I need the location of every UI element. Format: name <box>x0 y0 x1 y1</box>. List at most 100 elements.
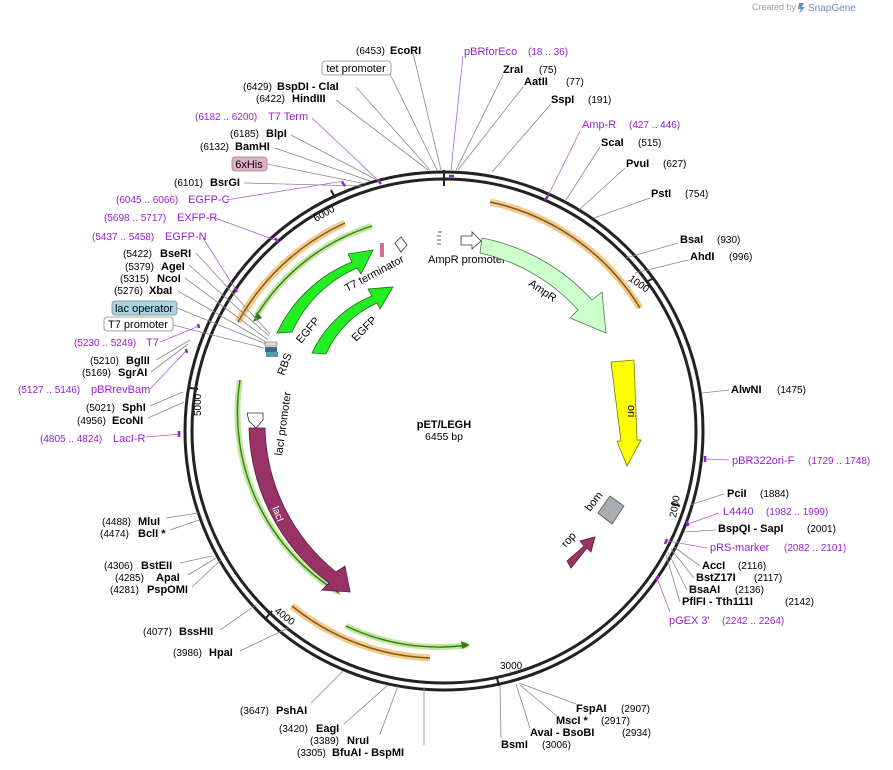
site-bseri[interactable]: (5422) BseRI <box>123 248 271 335</box>
svg-text:(5127 .. 5146): (5127 .. 5146) <box>18 385 80 396</box>
svg-text:BstZ17I: BstZ17I <box>696 572 736 584</box>
rop-arrow <box>566 536 596 569</box>
site-bsai[interactable]: BsaI (930) <box>625 234 740 259</box>
site-bsshii[interactable]: (4077) BssHII <box>143 604 257 638</box>
site-bcli[interactable]: (4474) BclI * <box>100 519 200 540</box>
primer-pbrrevbam[interactable]: (5127 .. 5146) pBRrevBam <box>18 350 187 396</box>
svg-text:ScaI: ScaI <box>601 137 624 149</box>
site-bstz17i[interactable]: BstZ17I (2117) <box>670 548 782 584</box>
primer-pbr322ori-f[interactable]: pBR322ori-F (1729 .. 1748) <box>704 455 870 467</box>
laci-promoter-arrow <box>246 412 264 429</box>
svg-text:PspOMI: PspOMI <box>147 584 188 596</box>
svg-text:BclI *: BclI * <box>138 528 166 540</box>
label-laci: lacI <box>269 505 285 524</box>
site-bsaai[interactable]: BsaAI (2136) <box>667 551 764 596</box>
svg-text:(6045 .. 6066): (6045 .. 6066) <box>116 195 178 206</box>
lac-operator-box: lac operator <box>111 300 267 345</box>
site-ecori[interactable]: (6453) EcoRI <box>356 45 442 171</box>
site-scai[interactable]: ScaI (515) <box>565 137 661 201</box>
svg-text:BsaAI: BsaAI <box>689 584 720 596</box>
svg-text:SspI: SspI <box>551 94 574 106</box>
site-msci[interactable]: MscI * (2917) <box>519 684 630 727</box>
site-bglii[interactable]: (5210) BglII <box>90 339 191 367</box>
site-acci[interactable]: AccI (2116) <box>673 546 766 572</box>
site-sgrai[interactable]: (5169) SgrAI <box>82 343 189 379</box>
primer-egfp-c[interactable]: (6045 .. 6066) EGFP-C <box>116 180 345 206</box>
primer-t7[interactable]: (5230 .. 5249) T7 <box>74 325 200 349</box>
label-laci-promoter: lacI promoter <box>273 391 294 457</box>
site-agei[interactable]: (5379) AgeI <box>125 261 270 337</box>
site-pshai[interactable]: (3647) PshAI <box>240 670 344 717</box>
primer-pgex3[interactable]: pGEX 3' (2242 .. 2264) <box>656 577 784 627</box>
site-avai-bsobi[interactable]: AvaI - BsoBI (2934) <box>515 683 651 739</box>
site-bsrgi[interactable]: (6101) BsrGI <box>174 177 363 189</box>
plasmid-length: 6455 bp <box>425 431 463 443</box>
egfp-arrow-2 <box>311 286 394 355</box>
primer-exfp-r[interactable]: (5698 .. 5717) EXFP-R <box>104 212 276 241</box>
site-sspi[interactable]: SspI (191) <box>491 94 611 173</box>
site-apai[interactable]: (4285) ApaI <box>115 557 217 584</box>
site-blpi[interactable]: (6185) BlpI <box>230 128 378 181</box>
primer-laci-r[interactable]: (4805 .. 4824) LacI-R <box>40 433 181 445</box>
site-aatii[interactable]: AatII (77) <box>457 76 584 171</box>
site-hpai[interactable]: (3986) HpaI <box>173 627 289 659</box>
svg-text:XbaI: XbaI <box>149 285 172 297</box>
site-ncoi[interactable]: (5315) NcoI <box>120 273 269 341</box>
site-sphi[interactable]: (5021) SphI <box>86 391 184 414</box>
svg-text:(77): (77) <box>566 77 584 88</box>
site-hindiii[interactable]: (6422) HindIII <box>256 93 429 171</box>
svg-text:(5169): (5169) <box>82 368 111 379</box>
site-ahdi[interactable]: AhdI (996) <box>634 251 752 274</box>
primer-egfp-n[interactable]: (5437 .. 5458) EGFP-N <box>92 231 237 291</box>
svg-text:(3420): (3420) <box>279 724 308 735</box>
tick-label-2000: 2000 <box>668 494 683 518</box>
svg-text:AvaI - BsoBI: AvaI - BsoBI <box>530 727 594 739</box>
site-xbai[interactable]: (5276) XbaI <box>114 285 267 343</box>
site-bspdi-clai[interactable]: (6429) BspDI - ClaI <box>243 81 431 171</box>
site-psti[interactable]: PstI (754) <box>593 188 708 219</box>
svg-text:BglII: BglII <box>126 355 150 367</box>
svg-text:pBRrevBam: pBRrevBam <box>91 384 150 396</box>
primer-pbrforeco[interactable]: pBRforEco (18 .. 36) <box>450 46 568 171</box>
label-egfp-2: EGFP <box>350 314 380 344</box>
site-bamhi[interactable]: (6132) BamHI <box>200 141 371 182</box>
primer-prs-marker[interactable]: pRS-marker (2082 .. 2101) <box>667 540 846 554</box>
svg-text:(1475): (1475) <box>777 385 806 396</box>
ori-arrow <box>610 359 642 467</box>
site-alwni[interactable]: AlwNI (1475) <box>701 384 806 396</box>
svg-text:NcoI: NcoI <box>157 273 181 285</box>
svg-text:(5698 .. 5717): (5698 .. 5717) <box>104 213 166 224</box>
site-zrai[interactable]: ZraI (75) <box>455 64 557 171</box>
svg-text:(4956): (4956) <box>77 416 106 427</box>
svg-text:(6101): (6101) <box>174 178 203 189</box>
site-econi[interactable]: (4956) EcoNI <box>77 401 185 427</box>
site-pflfi-tth111i[interactable]: PflFI - Tth111I (2142) <box>665 554 814 608</box>
svg-text:BfuAI - BspMI: BfuAI - BspMI <box>332 747 404 759</box>
tick-label-5000: 5000 <box>193 393 204 416</box>
primer-t7-term[interactable]: (6182 .. 6200) T7 Term <box>195 111 381 183</box>
site-bsmi[interactable]: BsmI (3006) <box>499 685 571 751</box>
site-bspqi-sapi[interactable]: BspQI - SapI (2001) <box>683 523 836 535</box>
site-eagi[interactable]: (3420) EagI <box>279 684 389 735</box>
site-mlui[interactable]: (4488) MluI <box>102 512 200 528</box>
primer-l4440[interactable]: L4440 (1982 .. 1999) <box>687 506 828 525</box>
site-nrui[interactable]: (3389) NruI <box>310 685 399 747</box>
site-bfuai-bspmi[interactable]: (3305) BfuAI - BspMI <box>297 688 425 759</box>
site-fspai[interactable]: FspAI (2907) <box>518 682 650 715</box>
t7-terminator-marker-icon <box>380 236 408 257</box>
site-pspomi[interactable]: (4281) PspOMI <box>110 559 222 596</box>
site-pvui[interactable]: PvuI (627) <box>578 158 686 211</box>
svg-text:AlwNI: AlwNI <box>731 384 762 396</box>
svg-text:lac operator: lac operator <box>115 303 173 315</box>
site-bstii[interactable]: (4306) BstEII <box>104 555 213 572</box>
svg-text:(3986): (3986) <box>173 648 202 659</box>
svg-text:(4077): (4077) <box>143 627 172 638</box>
svg-text:BsmI: BsmI <box>501 739 528 751</box>
primer-amp-r[interactable]: Amp-R (427 .. 446) <box>545 119 680 201</box>
site-pcii[interactable]: PciI (1884) <box>689 488 789 506</box>
svg-text:SphI: SphI <box>122 402 146 414</box>
svg-text:MluI: MluI <box>138 516 160 528</box>
svg-text:(6429): (6429) <box>243 82 272 93</box>
